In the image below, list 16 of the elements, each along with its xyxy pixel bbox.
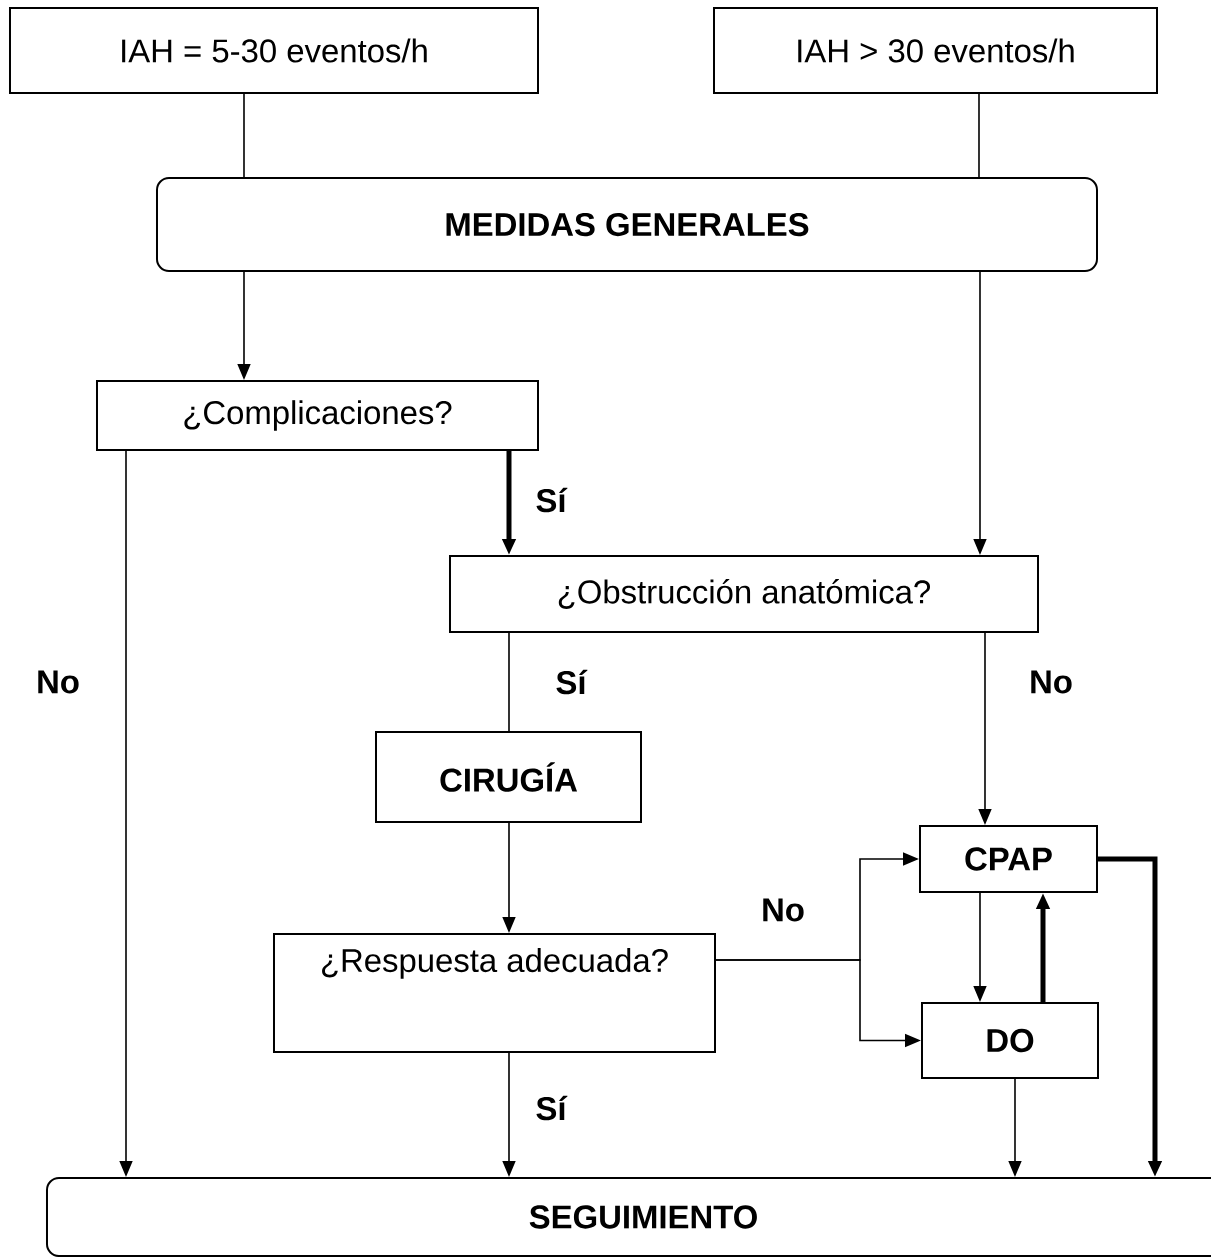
edge-label: Sí: [536, 487, 568, 513]
process-box: ¿Obstrucción anatómica?: [449, 555, 1039, 633]
edge-label: Sí: [536, 1095, 568, 1121]
process-box: CPAP: [919, 825, 1098, 893]
edge-label: No: [38, 670, 79, 694]
process-box: ¿Respuesta adecuada?: [273, 933, 716, 1053]
edge-label: Sí: [556, 669, 588, 695]
rounded-box: SEGUIMIENTO: [46, 1177, 1211, 1257]
process-box: IAH = 5-30 eventos/h: [9, 7, 539, 94]
process-box: DO: [921, 1002, 1099, 1079]
rounded-box: MEDIDAS GENERALES: [156, 177, 1098, 272]
process-box: CIRUGÍA: [375, 731, 642, 823]
process-box: IAH > 30 eventos/h: [713, 7, 1158, 94]
edge-label: No: [763, 898, 804, 922]
edge-label: No: [1031, 670, 1072, 694]
process-box: ¿Complicaciones?: [96, 380, 539, 451]
